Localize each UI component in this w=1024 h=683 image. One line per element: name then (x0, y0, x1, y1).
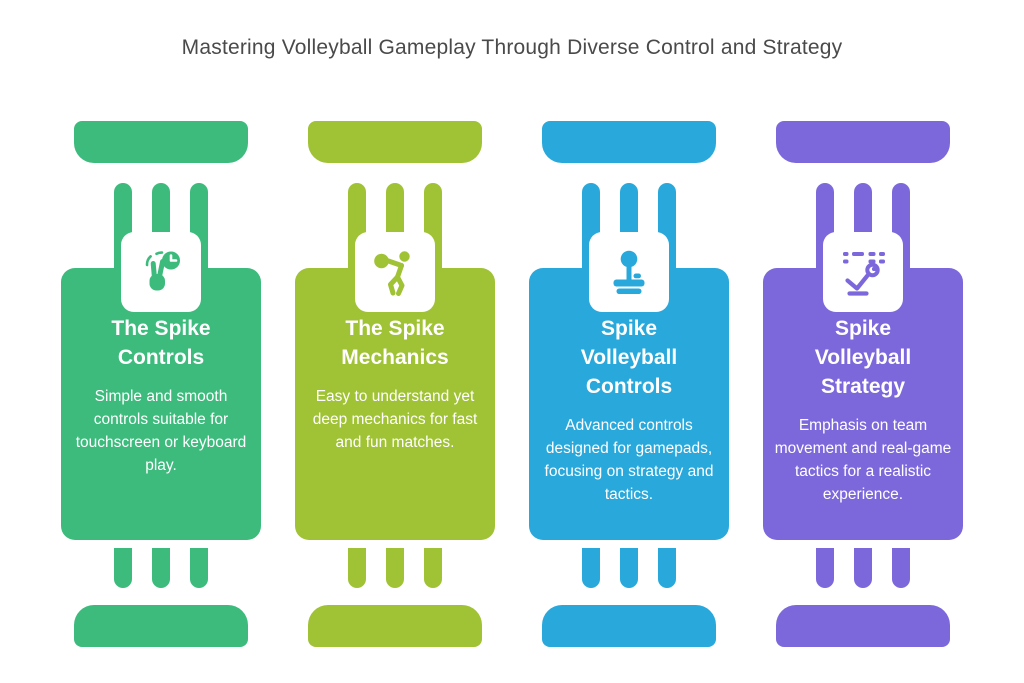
stripe (854, 548, 872, 588)
top-connector-bar (776, 121, 950, 163)
stripe (892, 548, 910, 588)
joystick-icon (613, 250, 645, 294)
card-description: Simple and smooth controls suitable for … (75, 388, 247, 474)
stripe (620, 548, 638, 588)
stripe (816, 548, 834, 588)
touch-timer-icon (145, 251, 180, 291)
stripe (424, 548, 442, 588)
icon-box (355, 232, 435, 312)
stripe (152, 548, 170, 588)
feature-column-spike-controls: The Spike Controls Simple and smooth con… (61, 121, 261, 647)
icon-box (121, 232, 201, 312)
top-connector-bar (308, 121, 482, 163)
stripe (190, 548, 208, 588)
top-connector-bar (542, 121, 716, 163)
bottom-stripes (763, 548, 963, 588)
feature-column-volleyball-strategy: Spike Volleyball Strategy Emphasis on te… (763, 121, 963, 647)
card-title: The Spike Mechanics (341, 317, 449, 369)
volleyball-player-icon (374, 251, 410, 296)
icon-box (589, 232, 669, 312)
feature-card: Spike Volleyball Controls Advanced contr… (529, 268, 729, 540)
stripe (582, 548, 600, 588)
feature-column-spike-mechanics: The Spike Mechanics Easy to understand y… (295, 121, 495, 647)
bottom-stripes (529, 548, 729, 588)
stripe (348, 548, 366, 588)
bottom-connector-bar (542, 605, 716, 647)
page-title: Mastering Volleyball Gameplay Through Di… (181, 36, 843, 59)
card-title: Spike Volleyball Strategy (814, 317, 912, 398)
feature-card: The Spike Mechanics Easy to understand y… (295, 268, 495, 540)
card-title: The Spike Controls (111, 317, 211, 369)
stripe (386, 548, 404, 588)
strategy-board-icon (843, 252, 885, 296)
card-description: Easy to understand yet deep mechanics fo… (312, 388, 478, 451)
icon-shape (613, 250, 645, 294)
bottom-stripes (295, 548, 495, 588)
stripe (114, 548, 132, 588)
bottom-stripes (61, 548, 261, 588)
feature-card: Spike Volleyball Strategy Emphasis on te… (763, 268, 963, 540)
bottom-connector-bar (308, 605, 482, 647)
top-connector-bar (74, 121, 248, 163)
stripe (658, 548, 676, 588)
diagram: The Spike Controls Simple and smooth con… (0, 121, 1024, 647)
icon-box (823, 232, 903, 312)
icon-shape (374, 251, 410, 296)
feature-card: The Spike Controls Simple and smooth con… (61, 268, 261, 540)
card-description: Emphasis on team movement and real-game … (774, 417, 952, 503)
bottom-connector-bar (74, 605, 248, 647)
icon-shape (145, 251, 180, 291)
card-description: Advanced controls designed for gamepads,… (544, 417, 714, 503)
card-title: Spike Volleyball Controls (580, 317, 678, 398)
feature-column-volleyball-controls: Spike Volleyball Controls Advanced contr… (529, 121, 729, 647)
bottom-connector-bar (776, 605, 950, 647)
icon-shape (843, 252, 885, 296)
